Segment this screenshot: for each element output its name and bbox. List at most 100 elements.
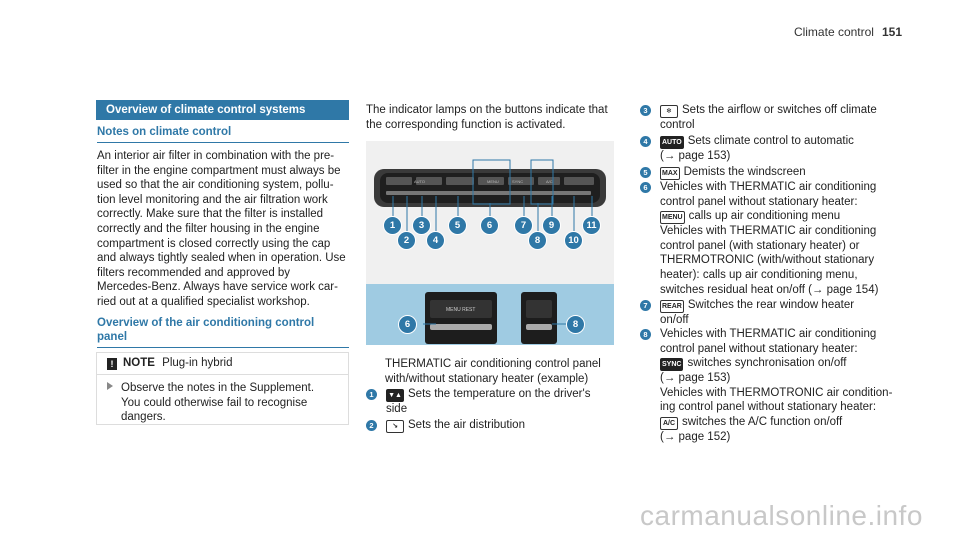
intro-line: the corresponding function is activated. (366, 118, 566, 131)
note-label: NOTE (123, 357, 155, 369)
item-number: 2 (366, 420, 377, 431)
item-line: Switches the rear window heater (687, 299, 855, 311)
item-number: 4 (640, 136, 651, 147)
notes-line: correctly. Make sure that the filter is … (97, 208, 324, 221)
note-title: Plug-in hybrid (162, 357, 233, 369)
item-number: 5 (640, 167, 651, 178)
control-panel-illustration: AUTO MENU SYNC A/C (374, 159, 606, 239)
item-line: Vehicles with THERMATIC air conditioning (660, 225, 877, 238)
list-item-8: 8 Vehicles with THERMATIC air conditioni… (640, 327, 905, 445)
intro-paragraph: The indicator lamps on the buttons indic… (366, 103, 622, 132)
auto-icon: AUTO (660, 136, 684, 149)
item-line: Sets the temperature on the driver's (408, 388, 591, 400)
sync-icon: SYNC (660, 358, 684, 372)
windscreen-demist-icon: MAX (660, 167, 680, 180)
menu-rest-label: MENU REST (446, 307, 475, 313)
running-head-section: Climate control (793, 25, 874, 39)
airflow-fan-icon: ❄ (660, 105, 678, 118)
item-line: calls up air conditioning menu (688, 210, 841, 223)
figure-bottom-panel: MENU REST (366, 284, 614, 345)
running-head: Climate control 151 (794, 25, 902, 39)
air-distribution-icon: ↘ (386, 420, 404, 433)
notes-line: and always tightly sealed when in operat… (97, 252, 346, 265)
notes-line: used so that the air conditioning system… (97, 179, 334, 192)
item-line: Demists the windscreen (683, 166, 806, 178)
item-line: on/off (660, 314, 689, 326)
notes-paragraph: An interior air filter in combination wi… (97, 149, 353, 310)
caption-line: with/without stationary heater (example) (385, 372, 589, 385)
note-box: ! NOTE Plug-in hybrid Observe the notes i… (96, 352, 349, 425)
notes-line: tion level monitoring and the air filtra… (97, 193, 328, 206)
item-line: switches synchronisation on/off (687, 357, 847, 370)
list-item-6: 6 Vehicles with THERMATIC air conditioni… (640, 180, 905, 297)
exclamation-icon: ! (107, 358, 117, 370)
control-panel-figure: AUTO MENU SYNC A/C (366, 141, 614, 345)
callout-10: 10 (564, 231, 583, 250)
item-line: switches the A/C function on/off (682, 415, 843, 428)
callout-6: 6 (480, 216, 499, 235)
list-item-1: 1 ▼▲ Sets the temperature on the driver's… (366, 387, 621, 417)
item-line: ing control panel without stationary hea… (660, 401, 877, 414)
callout-8: 8 (528, 231, 547, 250)
ac-button-label: A/C (546, 179, 553, 184)
item-line: heater): calls up air conditioning menu, (660, 268, 858, 281)
notes-line: Mercedes-Benz. Always have service work … (97, 281, 338, 294)
figure-top-panel: AUTO MENU SYNC A/C (366, 141, 614, 284)
menu-button-label: MENU (487, 179, 499, 184)
overview-heading-line: panel (97, 331, 128, 343)
notes-line: filter in the engine compartment must al… (97, 164, 341, 177)
item-line: (→ page 153) (660, 372, 731, 385)
item-line: control panel without stationary heater: (660, 195, 858, 208)
auto-button-label: AUTO (414, 179, 425, 184)
item-number: 1 (366, 389, 377, 400)
callout-11: 11 (582, 216, 601, 235)
item-line: Vehicles with THERMATIC air conditioning (660, 181, 877, 193)
menu-icon: MENU (660, 211, 685, 225)
overview-heading-line: Overview of the air conditioning control (97, 317, 315, 329)
notes-line: compartment is closed correctly using th… (97, 237, 331, 250)
callout-bottom-6: 6 (398, 315, 417, 334)
item-line: Vehicles with THERMATIC air conditioning (660, 328, 877, 340)
overview-heading: Overview of the air conditioning control… (97, 316, 349, 348)
control-panel-closeup: MENU REST (423, 292, 566, 344)
notes-line: filters recommended and approved by (97, 266, 291, 279)
page-number: 151 (881, 25, 902, 39)
callout-5: 5 (448, 216, 467, 235)
note-line: Observe the notes in the Supplement. (121, 382, 315, 394)
item-number: 8 (640, 329, 651, 340)
note-line: dangers. (121, 411, 166, 424)
item-line: control panel without stationary heater: (660, 342, 858, 355)
caption-line: THERMATIC air conditioning control panel (385, 358, 601, 370)
rear-window-heater-icon: REAR (660, 300, 684, 313)
note-line: You could otherwise fail to recognise (121, 396, 308, 409)
sync-button-label: SYNC (512, 179, 523, 184)
item-line: Sets the airflow or switches off climate (682, 104, 877, 116)
intro-line: The indicator lamps on the buttons indic… (366, 104, 608, 116)
item-line: control panel (with stationary heater) o… (660, 239, 860, 252)
bullet-triangle-icon (107, 382, 113, 390)
item-number: 7 (640, 300, 651, 311)
callout-bottom-8: 8 (566, 315, 585, 334)
item-line: (→ page 152) (660, 430, 731, 443)
callout-3: 3 (412, 216, 431, 235)
notes-heading: Notes on climate control (97, 126, 349, 143)
item-line: THERMOTRONIC (with/without stationary (660, 254, 875, 267)
item-line: side (386, 403, 408, 415)
list-item-3: 3 ❄Sets the airflow or switches off clim… (640, 103, 905, 133)
notes-line: correctly and the filter housing in the … (97, 222, 320, 235)
section-title-bar: Overview of climate control systems (96, 100, 349, 120)
item-line: Vehicles with THERMOTRONIC air condition… (660, 386, 893, 399)
item-line: control (660, 119, 695, 131)
ac-icon: A/C (660, 416, 678, 430)
temperature-arrows-icon: ▼▲ (386, 389, 404, 402)
callout-4: 4 (426, 231, 445, 250)
note-body: Observe the notes in the Supplement. You… (107, 381, 314, 423)
callout-2: 2 (397, 231, 416, 250)
item-number: 6 (640, 182, 651, 193)
callout-7: 7 (514, 216, 533, 235)
item-line: Sets the air distribution (408, 419, 525, 431)
item-line: switches residual heat on/off (→ page 15… (660, 283, 879, 296)
